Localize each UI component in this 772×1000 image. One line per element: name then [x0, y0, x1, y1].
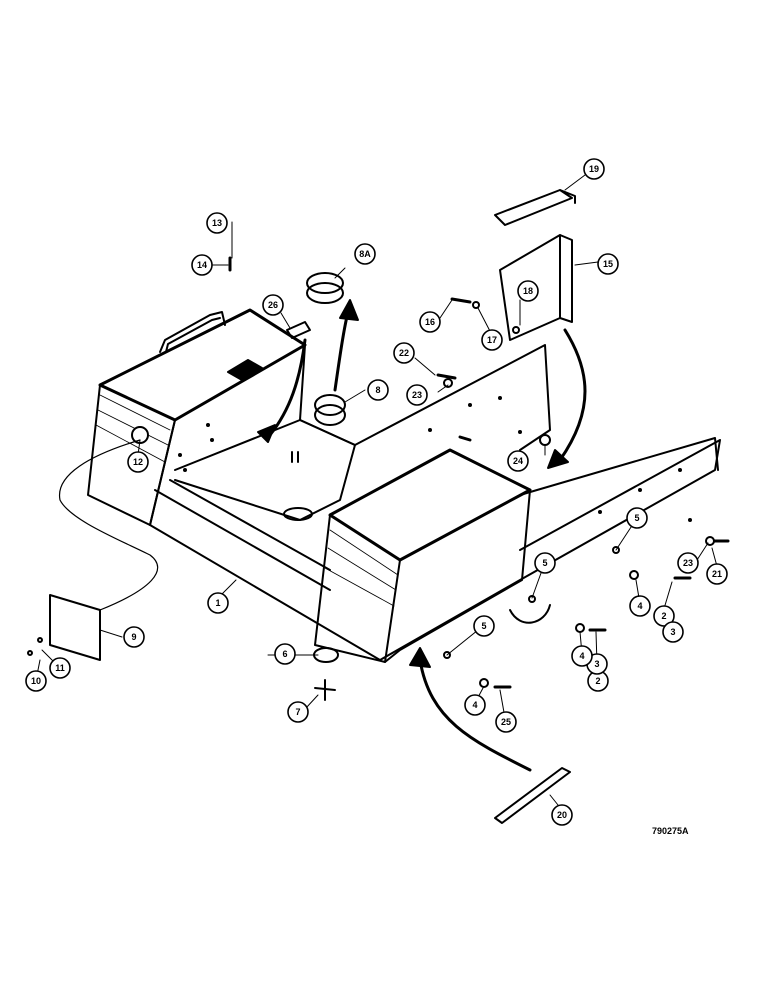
callout-9: 9 — [123, 626, 145, 648]
svg-text:6: 6 — [282, 649, 287, 659]
callout-11: 11 — [49, 657, 71, 679]
callout-5: 5 — [534, 552, 556, 574]
callout-12: 12 — [127, 451, 149, 473]
callout-20: 20 — [551, 804, 573, 826]
svg-text:25: 25 — [501, 717, 511, 727]
svg-text:1: 1 — [215, 598, 220, 608]
svg-text:5: 5 — [481, 621, 486, 631]
plate-26 — [286, 321, 311, 339]
svg-text:15: 15 — [603, 259, 613, 269]
plate-9 — [49, 594, 101, 661]
callout-3: 3 — [662, 621, 684, 643]
svg-text:16: 16 — [425, 317, 435, 327]
main-frame — [87, 308, 721, 663]
callout-4: 4 — [571, 645, 593, 667]
svg-text:17: 17 — [487, 335, 497, 345]
svg-text:4: 4 — [579, 651, 584, 661]
svg-text:24: 24 — [513, 456, 523, 466]
wing-7 — [314, 679, 336, 701]
callout-26: 26 — [262, 294, 284, 316]
callout-2: 2 — [653, 605, 675, 627]
callout-17: 17 — [481, 329, 503, 351]
svg-text:7: 7 — [295, 707, 300, 717]
svg-text:18: 18 — [523, 286, 533, 296]
callout-24: 24 — [507, 450, 529, 472]
filler-cap-8a — [306, 272, 344, 294]
callout-5: 5 — [626, 507, 648, 529]
svg-text:8: 8 — [375, 385, 380, 395]
svg-text:11: 11 — [55, 663, 65, 673]
svg-text:21: 21 — [712, 569, 722, 579]
callout-23: 23 — [406, 384, 428, 406]
svg-text:5: 5 — [634, 513, 639, 523]
svg-text:4: 4 — [472, 700, 477, 710]
svg-text:2: 2 — [595, 676, 600, 686]
callout-13: 13 — [206, 212, 228, 234]
figure-id: 790275A — [652, 826, 689, 836]
callout-15: 15 — [597, 253, 619, 275]
callout-1: 1 — [207, 592, 229, 614]
bar-19 — [494, 189, 576, 226]
svg-text:9: 9 — [131, 632, 136, 642]
callout-7: 7 — [287, 701, 309, 723]
svg-text:2: 2 — [661, 611, 666, 621]
svg-text:5: 5 — [542, 558, 547, 568]
svg-text:14: 14 — [197, 260, 207, 270]
callout-6: 6 — [274, 643, 296, 665]
svg-text:12: 12 — [133, 457, 143, 467]
bracket-15 — [499, 234, 573, 341]
callout-5: 5 — [473, 615, 495, 637]
callout-19: 19 — [583, 158, 605, 180]
svg-text:23: 23 — [683, 558, 693, 568]
svg-text:26: 26 — [268, 300, 278, 310]
callout-21: 21 — [706, 563, 728, 585]
bar-20 — [494, 767, 571, 824]
filler-cap-8 — [314, 394, 346, 416]
svg-text:19: 19 — [589, 164, 599, 174]
svg-text:8A: 8A — [359, 249, 371, 259]
svg-text:4: 4 — [637, 601, 642, 611]
callout-8a: 8A — [354, 243, 376, 265]
callout-23: 23 — [677, 552, 699, 574]
svg-text:10: 10 — [31, 676, 41, 686]
callout-4: 4 — [629, 595, 651, 617]
svg-text:13: 13 — [212, 218, 222, 228]
callout-22: 22 — [393, 342, 415, 364]
callout-10: 10 — [25, 670, 47, 692]
svg-text:3: 3 — [670, 627, 675, 637]
svg-text:20: 20 — [557, 810, 567, 820]
callout-4: 4 — [464, 694, 486, 716]
callout-16: 16 — [419, 311, 441, 333]
callout-8: 8 — [367, 379, 389, 401]
callout-18: 18 — [517, 280, 539, 302]
callout-25: 25 — [495, 711, 517, 733]
svg-text:23: 23 — [412, 390, 422, 400]
callout-14: 14 — [191, 254, 213, 276]
svg-text:22: 22 — [399, 348, 409, 358]
svg-text:3: 3 — [594, 659, 599, 669]
